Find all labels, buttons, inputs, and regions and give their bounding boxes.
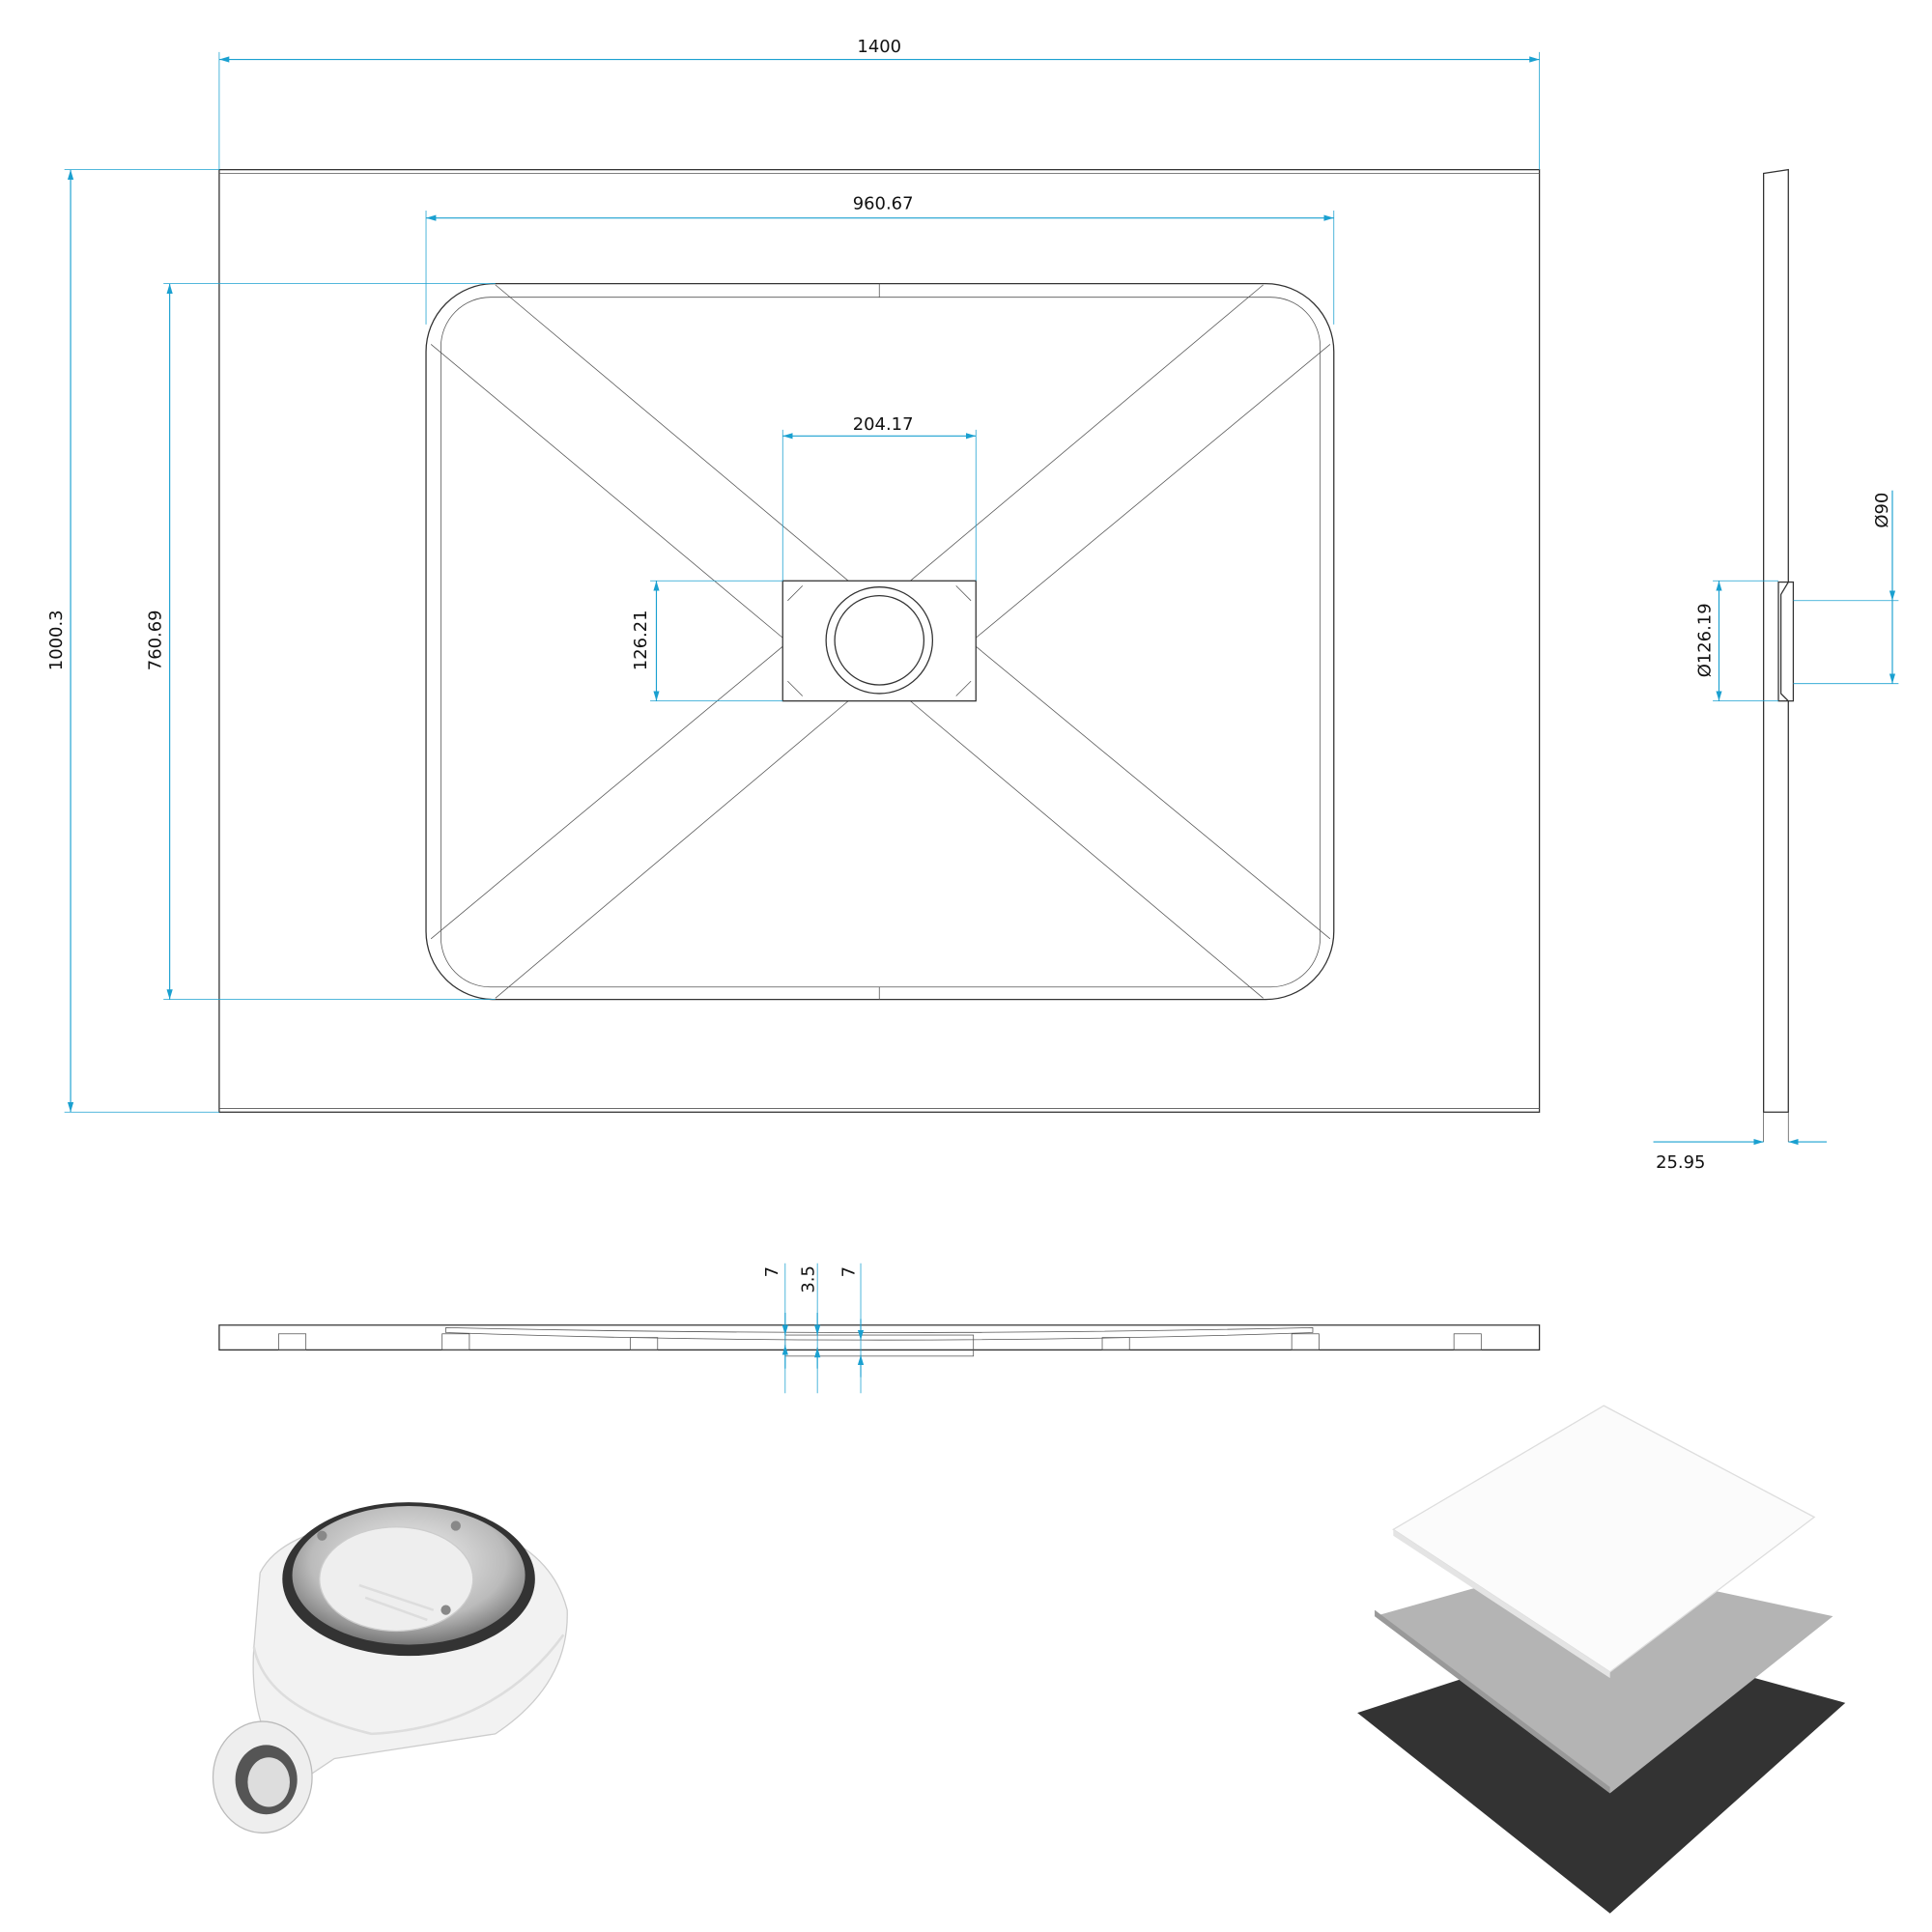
dim-label: 1000.3 — [46, 610, 67, 670]
drain-plate — [781, 580, 977, 702]
dim-overall-width: 1000.3 — [46, 169, 219, 1113]
slope-lines — [430, 284, 1331, 999]
side-section: Ø126.19 Ø90 25.95 — [1653, 168, 1899, 1173]
dim-label: 7 — [839, 1266, 860, 1277]
dim-label: Ø126.19 — [1695, 603, 1716, 677]
dim-label: 960.67 — [853, 194, 914, 214]
dim-drain-width: 126.21 — [631, 580, 783, 702]
drain-photo — [212, 1502, 568, 1834]
dim-thickness: 25.95 — [1653, 1138, 1828, 1173]
dim-inner-width: 760.69 — [146, 283, 496, 1000]
front-section: 7 3.5 7 — [218, 1263, 1541, 1394]
color-layers — [1357, 1405, 1846, 1914]
dim-inner-length: 960.67 — [425, 194, 1335, 325]
dim-side-drain: Ø126.19 — [1695, 580, 1779, 702]
dim-label: Ø90 — [1872, 493, 1892, 528]
dim-overall-length: 1400 — [218, 37, 1540, 170]
dim-label: 7 — [762, 1266, 782, 1277]
dim-section-offsets: 7 3.5 7 — [762, 1263, 865, 1394]
dim-label: 204.17 — [853, 414, 914, 435]
dim-label: 126.21 — [631, 610, 651, 670]
dim-side-outlet: Ø90 — [1793, 490, 1899, 685]
dim-label: 1400 — [857, 37, 901, 57]
layer-white — [1392, 1405, 1816, 1673]
layer-grey — [1375, 1560, 1833, 1794]
tray-basin-outer — [425, 282, 1335, 1001]
dim-label: 760.69 — [146, 610, 166, 670]
tray-basin-inner — [440, 297, 1321, 988]
plan-view: 1400 1000.3 960.67 760.69 204.17 126.21 — [46, 37, 1541, 1113]
dim-label: 25.95 — [1656, 1152, 1705, 1173]
tray-outline — [218, 169, 1541, 1113]
dim-label: 3.5 — [798, 1265, 818, 1293]
dim-drain-length: 204.17 — [781, 414, 977, 582]
